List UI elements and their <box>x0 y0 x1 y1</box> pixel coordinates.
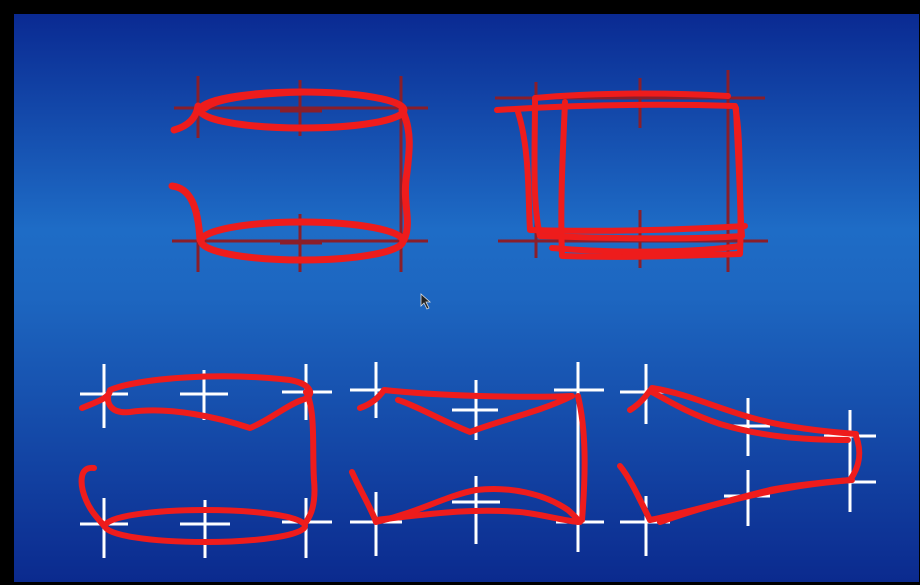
slide-background <box>14 14 919 582</box>
